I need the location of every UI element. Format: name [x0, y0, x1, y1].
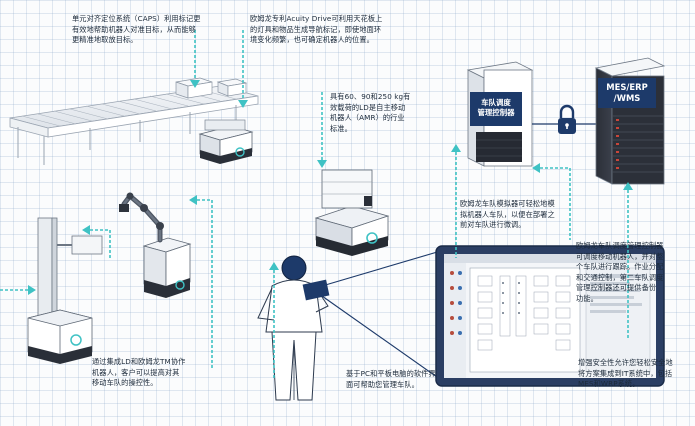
lock-icon [532, 104, 600, 134]
note-tm-cobot: 通过集成LD和欧姆龙TM协作 机器人，客户可以提高对其 移动车队的操控性。 [92, 357, 186, 388]
ld-robot-tall-lift [27, 217, 103, 364]
tablet-zoom-lines [321, 249, 445, 383]
server-icon [594, 57, 666, 185]
tablet-icon [435, 245, 665, 387]
tm-cobot-robot [119, 192, 192, 298]
note-caps: 单元对齐定位系统（CAPS）利用标记更 有效地帮助机器人对准目标，从而能够 更精… [72, 14, 201, 45]
note-security: 增强安全性允许您轻松安全地 将方案集成到IT系统中，包括 MES和WRP系统。 [578, 358, 673, 389]
note-acuity-drive: 欧姆龙专利Acuity Drive可利用天花板上 的灯具和物品生成导航标记，即使… [250, 14, 383, 45]
note-ld-payload: 具有60、90和250 kg有 效载荷的LD是自主移动 机器人（AMR）的行业 … [330, 92, 411, 133]
fleet-manager-box-label: 车队调度 管理控制器 [477, 98, 515, 117]
note-fleet-simulator: 欧姆龙车队模拟器可轻松地模 拟机器人车队，以便在部署之 前对车队进行微调。 [460, 199, 555, 230]
fleet-manager-server [466, 61, 534, 167]
conveyor-boxes [175, 77, 248, 99]
operator-person [257, 255, 330, 401]
ld-robot-bins [314, 169, 390, 256]
mes-box-label: MES/ERP /WMS [606, 82, 648, 103]
callout-arrowheads [28, 80, 633, 295]
ld-robot-conveyor [198, 119, 254, 164]
note-fleet-manager: 欧姆龙车队调度管理控制器 可调度移动机器人，并对整 个车队进行跟踪。作业分配 和… [576, 241, 664, 303]
note-software-interface: 基于PC和平板电脑的软件界 面可帮助您管理车队。 [346, 369, 436, 389]
callout-arrows [0, 30, 629, 378]
